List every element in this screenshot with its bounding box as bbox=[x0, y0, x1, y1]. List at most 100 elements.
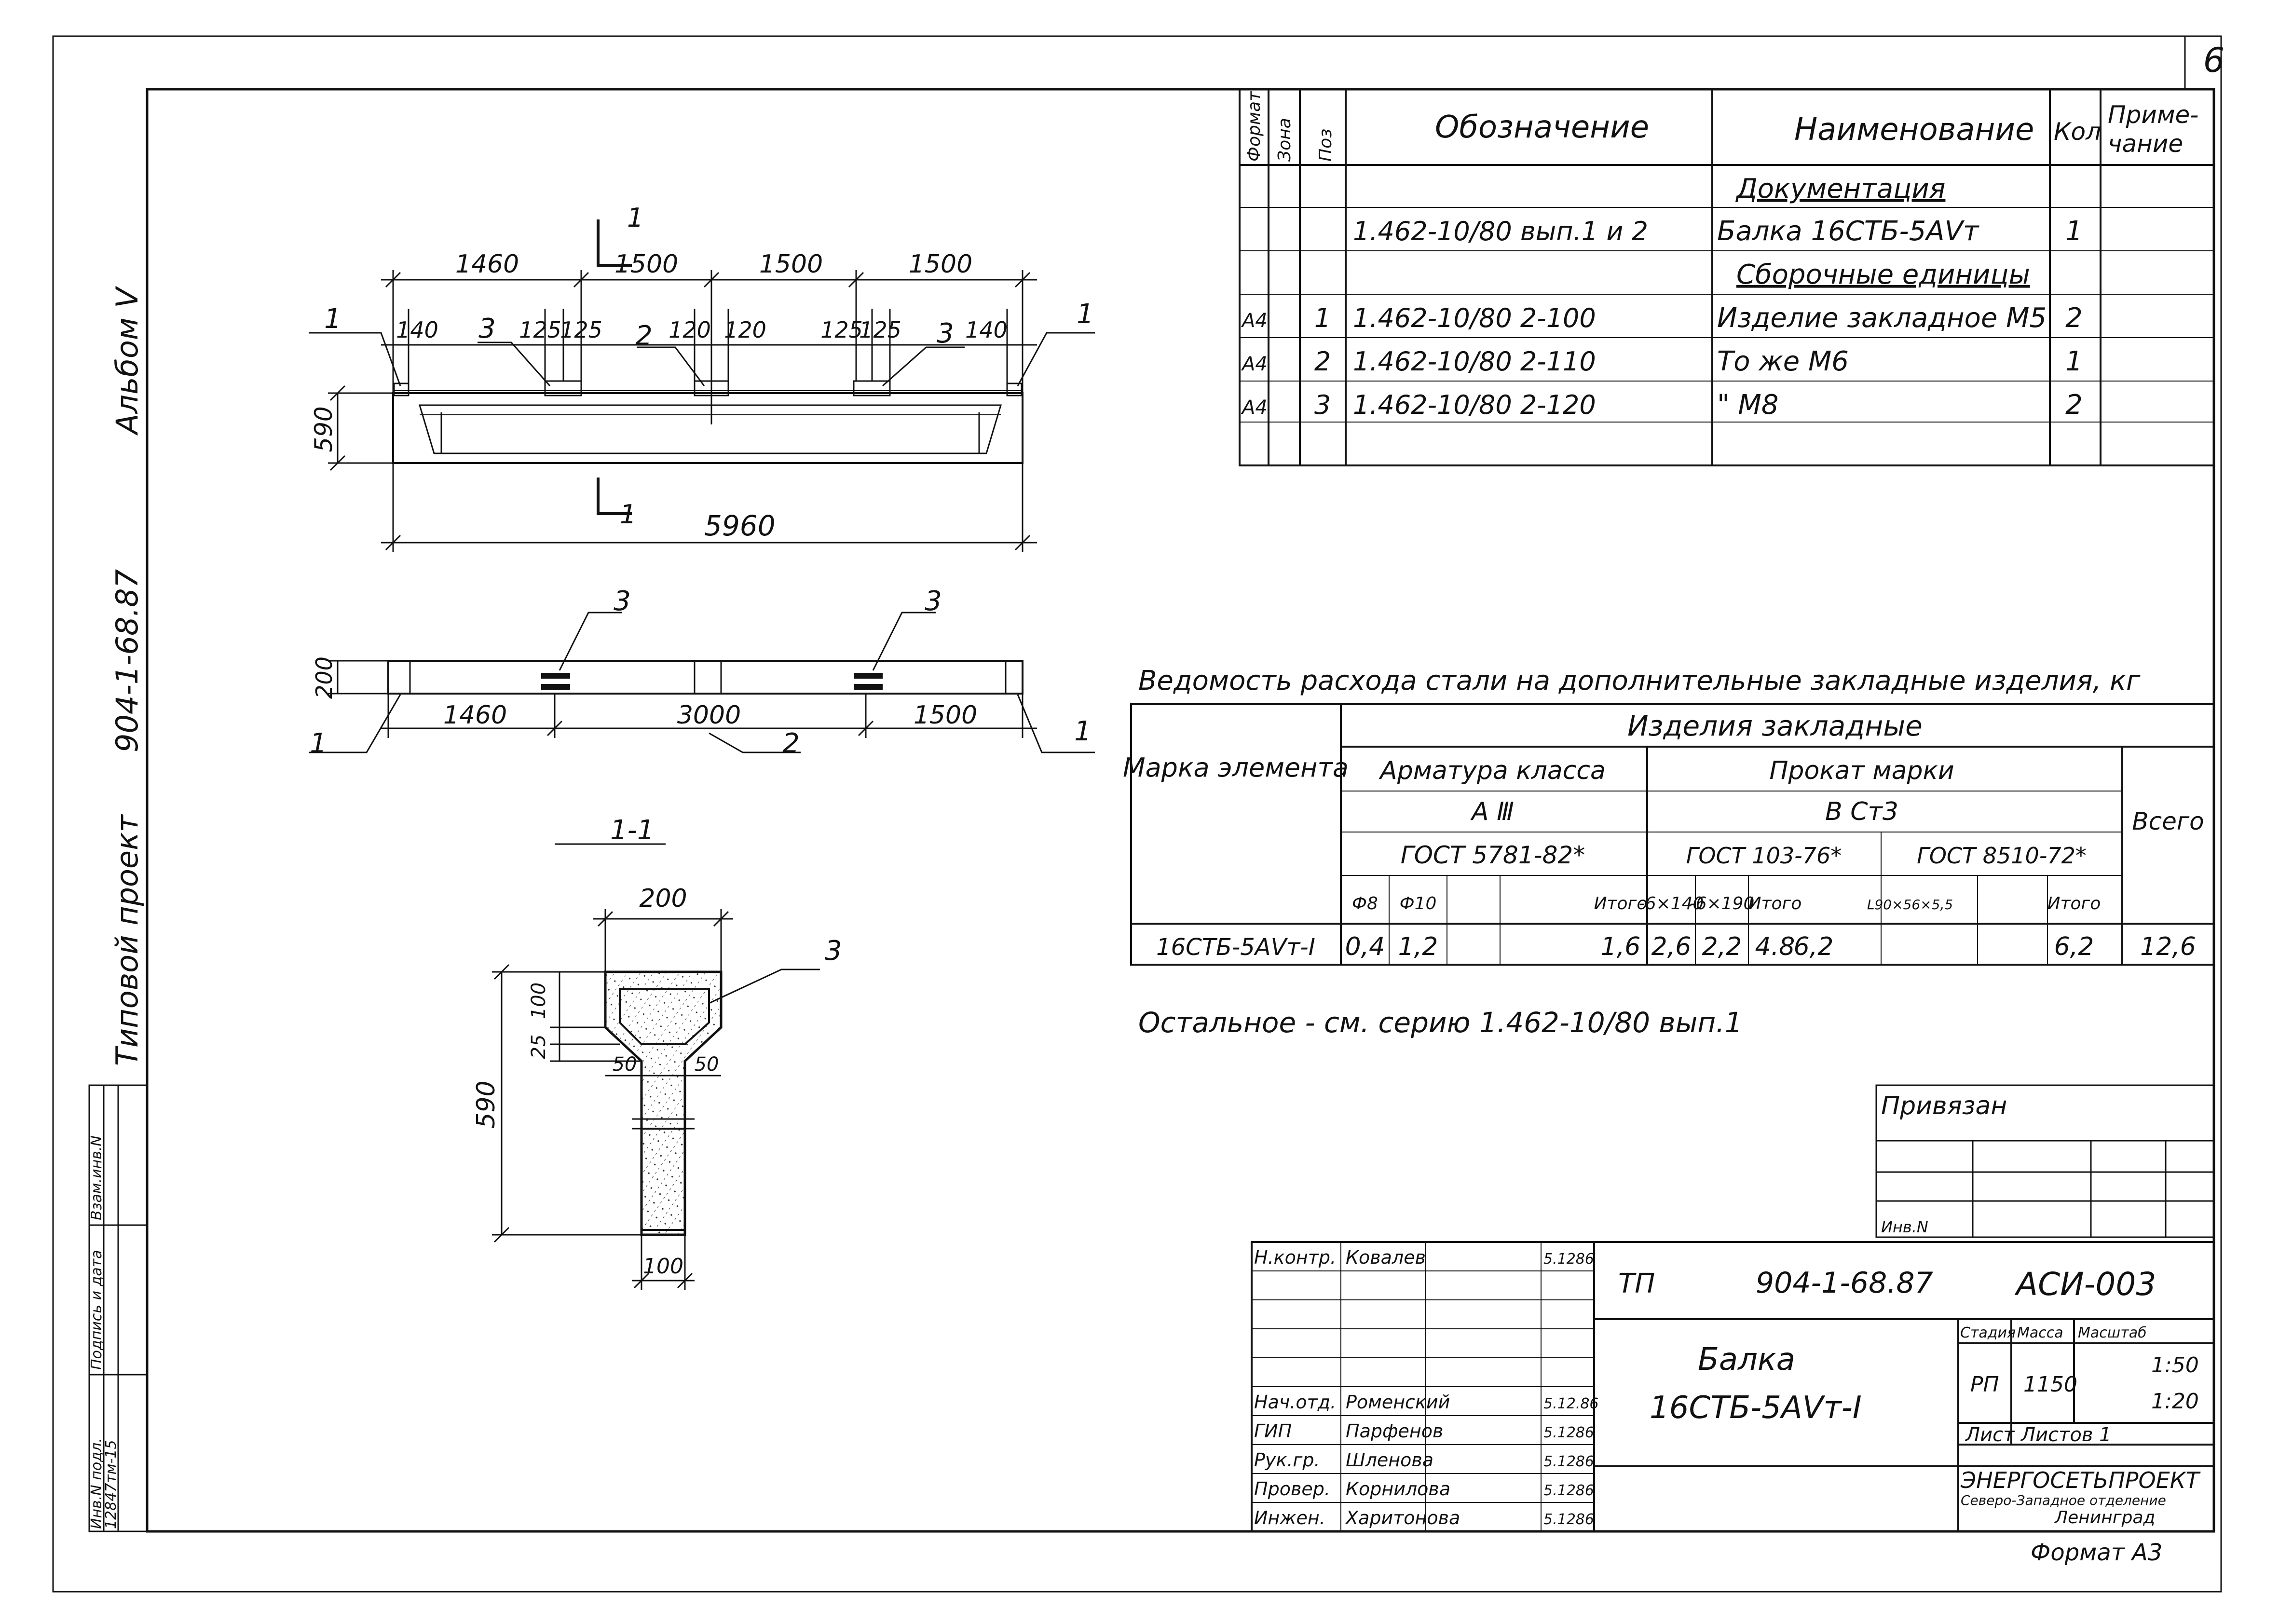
tb-org-2: Северо-Западное отделение bbox=[1961, 1492, 2166, 1508]
front-top-dim-2: 1500 bbox=[759, 250, 823, 279]
hdr-note-2: чание bbox=[2108, 130, 2183, 158]
spec-name-5: " М8 bbox=[1717, 389, 1779, 421]
plan-callout-0: 3 bbox=[614, 586, 631, 617]
spec-designation-3: 1.462-10/80 2-100 bbox=[1353, 303, 1596, 333]
tb-project-code: 904-1-68.87 bbox=[1756, 1266, 1933, 1300]
signer-name-9: Харитонова bbox=[1345, 1507, 1460, 1528]
signer-role-7: Рук.гр. bbox=[1254, 1449, 1320, 1471]
section-dim-2: 50 bbox=[613, 1053, 637, 1076]
front-sub-dim-2: 125 bbox=[560, 317, 602, 343]
section-callout: 3 bbox=[825, 935, 842, 967]
tb-mass-label: Масса bbox=[2017, 1324, 2063, 1341]
spec-format-3: А4 bbox=[1241, 310, 1268, 332]
binding-inv: Инв.N bbox=[1881, 1218, 1928, 1236]
side-typical-project: Типовой проект bbox=[109, 814, 145, 1066]
steel-mark-1: Марка элемента bbox=[1123, 752, 1349, 783]
spec-qty-3: 2 bbox=[2065, 302, 2083, 334]
inv-col1: Инв.N подл. bbox=[88, 1438, 105, 1529]
spec-name-2: Сборочные единицы bbox=[1736, 259, 2030, 290]
front-callout-4: 1 bbox=[1077, 299, 1094, 330]
steel-sub-itogo2: Итого bbox=[1748, 894, 1802, 914]
front-sub-dim-1: 125 bbox=[519, 317, 561, 343]
signer-role-8: Провер. bbox=[1254, 1478, 1330, 1500]
steel-cell-total: 12,6 bbox=[2140, 932, 2196, 961]
spec-format-5: А4 bbox=[1241, 396, 1268, 419]
signer-name-6: Парфенов bbox=[1346, 1420, 1443, 1442]
plan-callout-2: 1 bbox=[310, 728, 327, 759]
hdr-designation: Обозначение bbox=[1435, 109, 1649, 145]
signer-date-5: 5.12.86 bbox=[1543, 1395, 1599, 1412]
steel-table-title: Ведомость расхода стали на дополнительны… bbox=[1138, 665, 2141, 696]
spec-name-4: То же М6 bbox=[1717, 346, 1849, 377]
steel-rolled-grade: В Ст3 bbox=[1825, 797, 1898, 826]
steel-cell-s190: 2,2 bbox=[1702, 932, 1742, 961]
signer-date-9: 5.1286 bbox=[1543, 1511, 1594, 1528]
steel-cell-s140: 2,6 bbox=[1651, 932, 1692, 961]
steel-rebar: Арматура класса bbox=[1378, 756, 1606, 785]
tb-tp: ТП bbox=[1618, 1268, 1655, 1299]
section-top-width: 200 bbox=[639, 884, 687, 913]
steel-cell-f8: 0,4 bbox=[1345, 932, 1385, 961]
tb-org-3: Ленинград bbox=[2054, 1508, 2155, 1528]
inv-col2: Подпись и дата bbox=[88, 1250, 105, 1370]
plan-callout-4: 1 bbox=[1074, 716, 1092, 747]
tb-doc-code: АСИ-003 bbox=[2014, 1266, 2156, 1303]
signer-role-9: Инжен. bbox=[1254, 1507, 1325, 1528]
front-sub-dim-5: 125 bbox=[820, 317, 863, 343]
spec-name-0: Документация bbox=[1735, 173, 1945, 205]
steel-rolled-gost2: ГОСТ 8510-72* bbox=[1917, 843, 2087, 869]
hdr-zone: Зона bbox=[1275, 118, 1295, 162]
tb-title-1: Балка bbox=[1698, 1342, 1795, 1378]
tb-sheets-label: Листов 1 bbox=[2020, 1424, 2112, 1446]
steel-cell-angle: 6,2 bbox=[1794, 932, 1834, 961]
plan-callout-1: 3 bbox=[925, 586, 942, 617]
section-dim-3: 50 bbox=[695, 1053, 719, 1076]
steel-sub-itogo3: Итого bbox=[2047, 894, 2101, 914]
steel-sub-f8: Ф8 bbox=[1352, 894, 1378, 914]
steel-sub-s190: -6×190 bbox=[1690, 894, 1755, 914]
spec-format-4: А4 bbox=[1241, 353, 1268, 375]
signer-name-0: Ковалев bbox=[1346, 1247, 1426, 1268]
plan-dim-0: 1460 bbox=[443, 701, 507, 730]
inv-value: 12847тм-15 bbox=[103, 1440, 120, 1529]
steel-rebar-gost: ГОСТ 5781-82* bbox=[1401, 841, 1585, 869]
spec-qty-5: 2 bbox=[2065, 389, 2083, 421]
tb-stage-label: Стадия bbox=[1960, 1324, 2016, 1341]
steel-sub-s140: -6×140 bbox=[1639, 894, 1704, 914]
album-label: Альбом Ⅴ bbox=[109, 286, 145, 436]
front-sub-dim-7: 140 bbox=[965, 317, 1008, 343]
plan-callout-3: 2 bbox=[782, 728, 800, 759]
format-label: Формат А3 bbox=[2031, 1539, 2162, 1566]
tb-scale-label: Масштаб bbox=[2078, 1324, 2147, 1341]
steel-rebar-class: А Ⅲ bbox=[1470, 797, 1514, 826]
steel-total-hdr: Всего bbox=[2132, 807, 2204, 835]
signer-date-6: 5.1286 bbox=[1543, 1424, 1594, 1441]
steel-cell-f10: 1,2 bbox=[1398, 932, 1438, 961]
hdr-note: Приме- bbox=[2108, 101, 2198, 129]
section-title: 1-1 bbox=[610, 815, 654, 846]
section-dim-0: 100 bbox=[528, 983, 550, 1019]
tb-scale2: 1:20 bbox=[2151, 1389, 2199, 1414]
hdr-pos: Поз bbox=[1316, 129, 1336, 162]
front-sub-dim-4: 120 bbox=[724, 317, 766, 343]
hdr-qty: Кол bbox=[2054, 118, 2101, 146]
plan-dim-1: 3000 bbox=[677, 701, 741, 730]
signer-role-5: Нач.отд. bbox=[1254, 1392, 1336, 1413]
steel-sub-angle: L90×56×5,5 bbox=[1867, 897, 1953, 913]
inv-col3: Взам.инв.N bbox=[88, 1135, 105, 1220]
spec-name-3: Изделие закладное М5 bbox=[1717, 302, 2047, 334]
spec-pos-5: 3 bbox=[1314, 390, 1331, 420]
signer-name-7: Шленова bbox=[1346, 1449, 1433, 1471]
signer-role-6: ГИП bbox=[1254, 1420, 1292, 1442]
front-callout-0: 1 bbox=[324, 303, 341, 335]
